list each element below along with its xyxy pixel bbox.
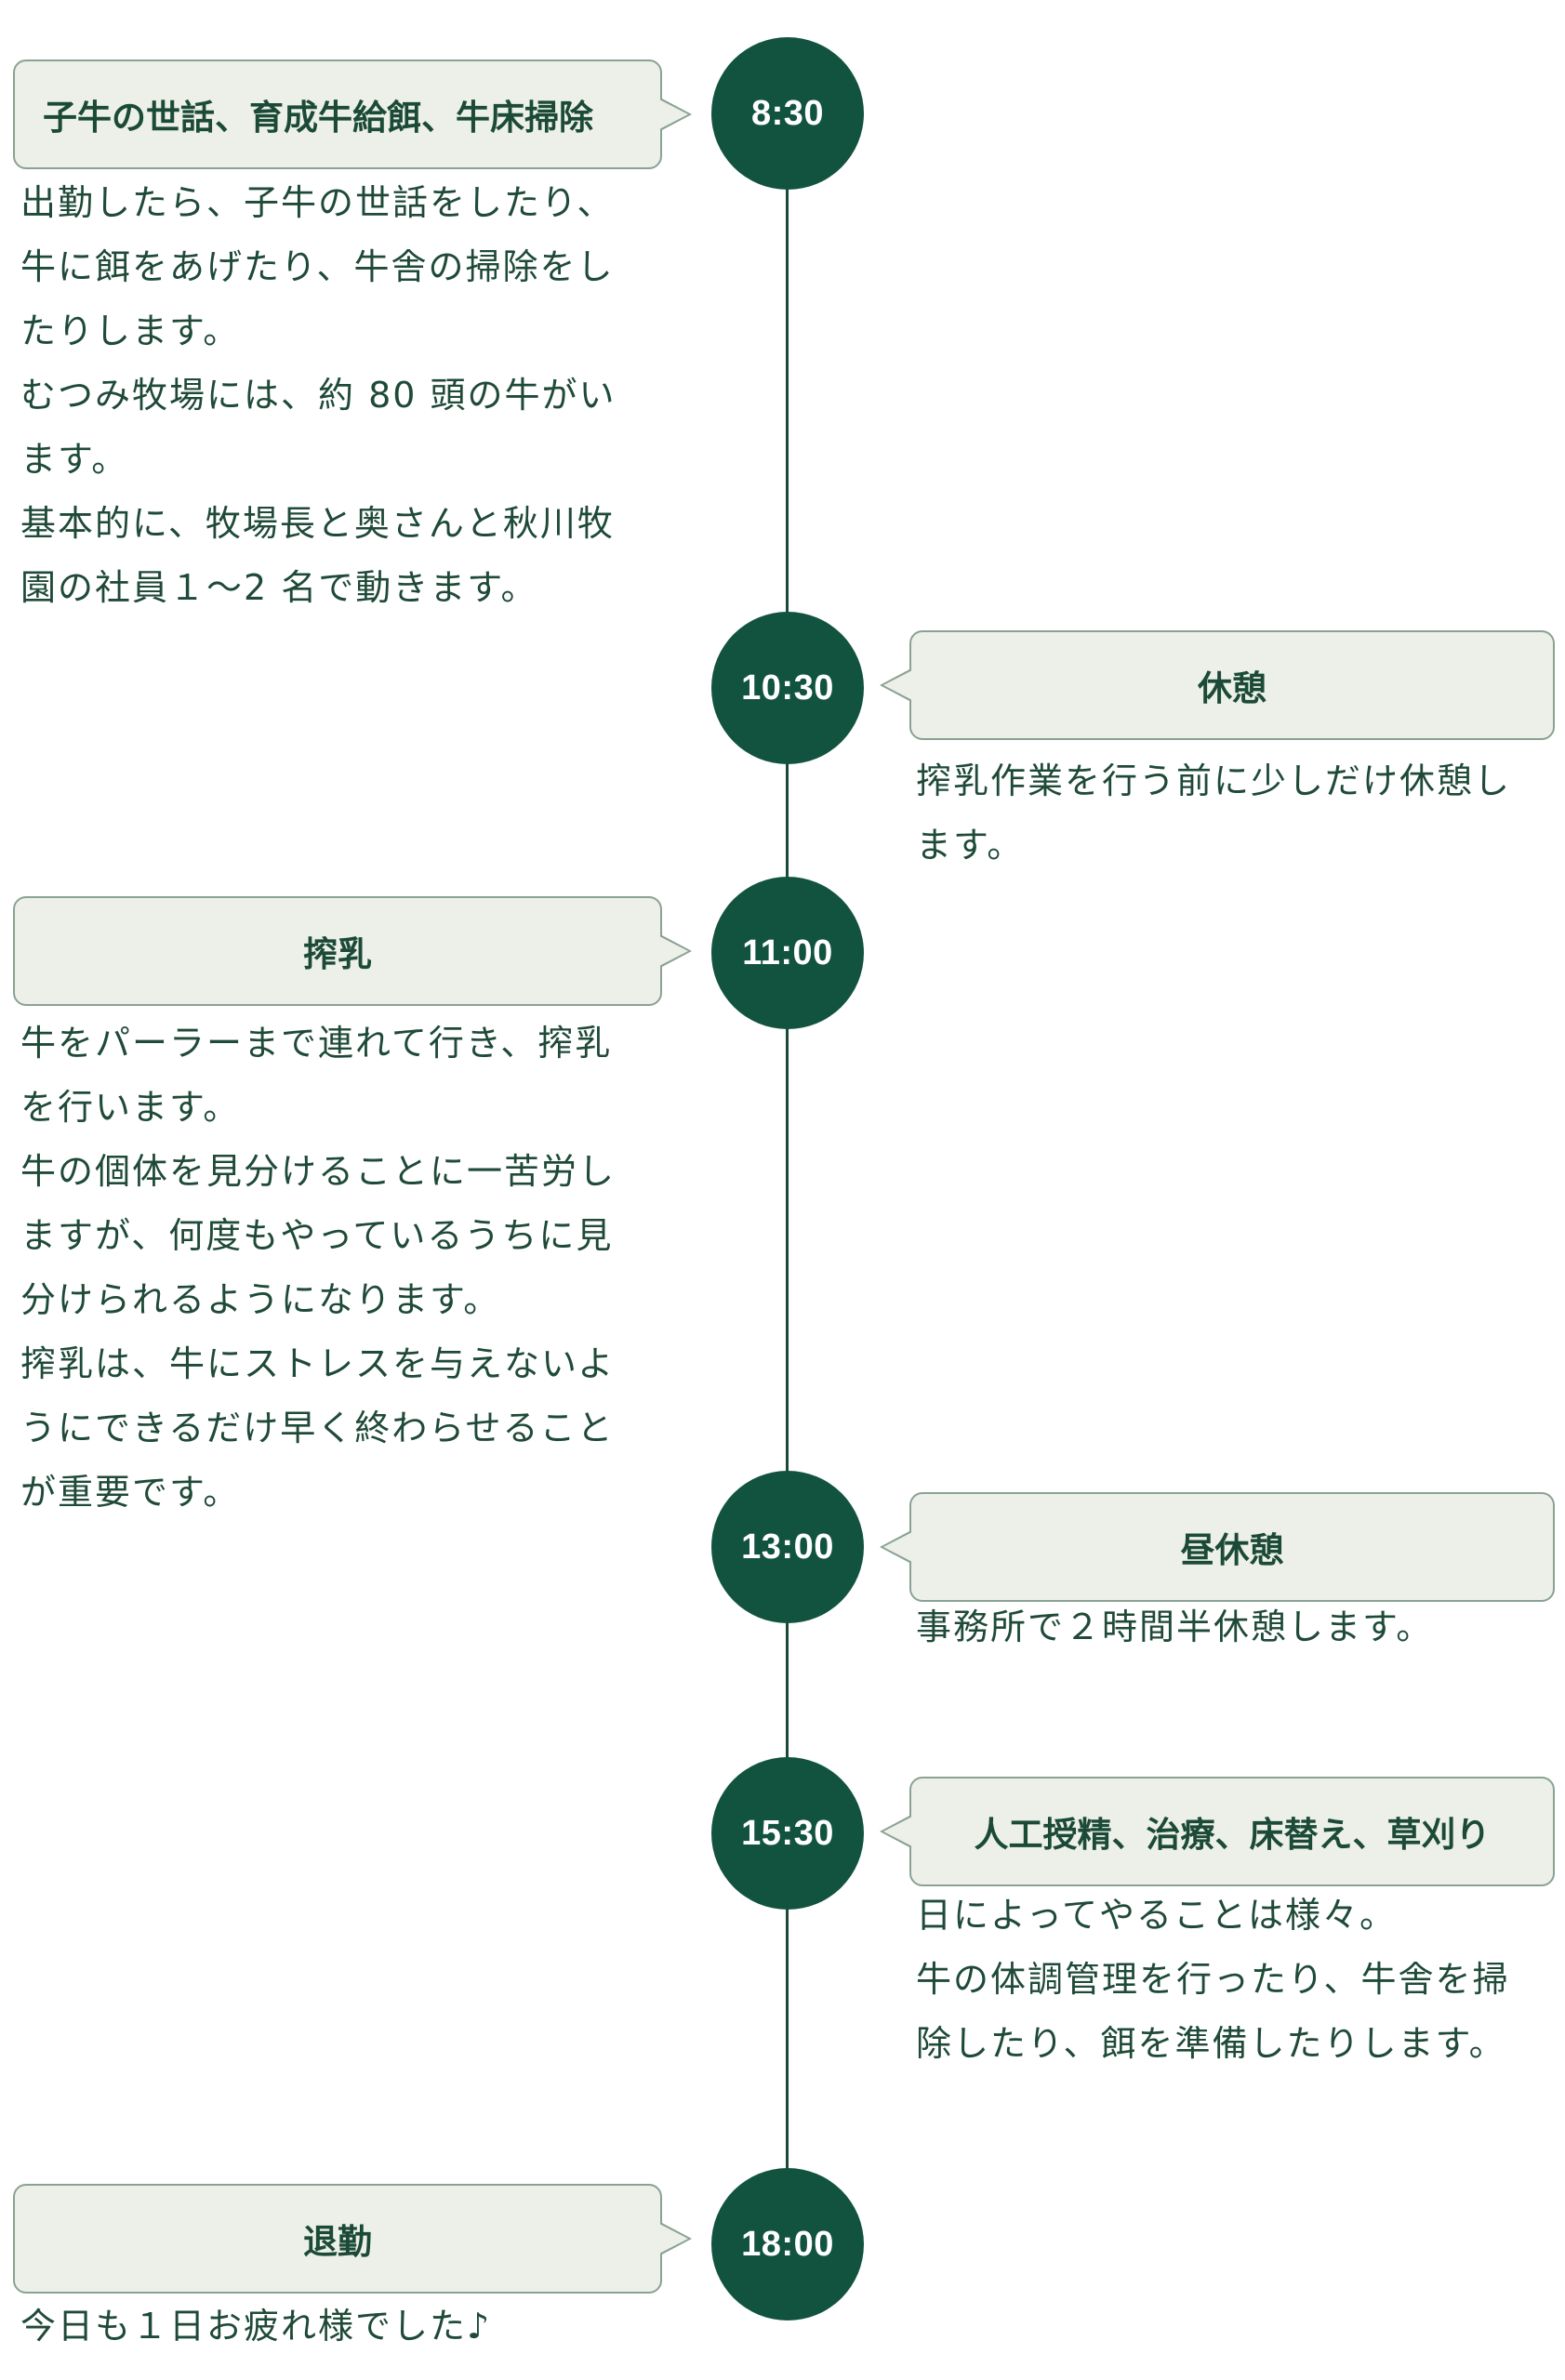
task-description-1030: 搾乳作業を行う前に少しだけ休憩し ます。 (916, 749, 1558, 878)
timeline-line (786, 113, 789, 2242)
description-line: 今日も１日お疲れ様でした♪ (20, 2306, 492, 2347)
task-description-1100: 牛をパーラーまで連れて行き、搾乳 を行います。 牛の個体を見分けることに一苦労し… (20, 1012, 671, 1525)
description-line: 出勤したら、子牛の世話をしたり、 (20, 182, 615, 223)
description-line: 園の社員１～2 名で動きます。 (20, 567, 538, 608)
time-circle-1300: 13:00 (711, 1471, 864, 1623)
description-line: 牛の個体を見分けることに一苦労し (20, 1151, 617, 1192)
description-line: 除したり、餌を準備したりします。 (916, 2023, 1506, 2064)
description-line: むつみ牧場には、約 80 頭の牛がい (20, 375, 617, 416)
time-label: 10:30 (741, 668, 834, 707)
time-label: 18:00 (741, 2224, 834, 2264)
task-description-1530: 日によってやることは様々。 牛の体調管理を行ったり、牛舎を掃 除したり、餌を準備… (916, 1884, 1558, 2076)
description-line: が重要です。 (20, 1472, 241, 1513)
description-line: 牛をパーラーまで連れて行き、搾乳 (20, 1023, 613, 1064)
description-line: たりします。 (20, 311, 241, 351)
time-circle-0830: 8:30 (711, 37, 864, 190)
task-bubble-1300: 昼休憩 (909, 1492, 1555, 1602)
time-circle-1030: 10:30 (711, 612, 864, 764)
time-label: 15:30 (741, 1813, 834, 1853)
task-title: 子牛の世話、育成牛給餌、牛床掃除 (43, 98, 593, 138)
time-label: 8:30 (750, 93, 825, 133)
description-line: うにできるだけ早く終わらせること (20, 1408, 615, 1448)
task-bubble-0830: 子牛の世話、育成牛給餌、牛床掃除 (13, 60, 662, 169)
description-line: 牛の体調管理を行ったり、牛舎を掃 (916, 1959, 1510, 2000)
description-line: 分けられるようになります。 (20, 1279, 501, 1320)
task-bubble-1800: 退勤 (13, 2184, 662, 2294)
description-line: 搾乳作業を行う前に少しだけ休憩し (916, 760, 1512, 801)
task-title: 人工授精、治療、床替え、草刈り (974, 1815, 1491, 1855)
description-line: ます。 (20, 439, 129, 480)
description-line: 搾乳は、牛にストレスを与えないよ (20, 1343, 616, 1384)
time-circle-1800: 18:00 (711, 2168, 864, 2320)
task-title: 休憩 (1198, 668, 1267, 708)
description-line: ますが、何度もやっているうちに見 (20, 1215, 614, 1256)
task-description-0830: 出勤したら、子牛の世話をしたり、 牛に餌をあげたり、牛舎の掃除をし たりします。… (20, 171, 671, 620)
task-title: 昼休憩 (1180, 1530, 1284, 1570)
description-line: を行います。 (20, 1087, 241, 1128)
description-line: 日によってやることは様々。 (916, 1895, 1397, 1936)
task-bubble-1530: 人工授精、治療、床替え、草刈り (909, 1777, 1555, 1886)
description-line: 牛に餌をあげたり、牛舎の掃除をし (20, 246, 615, 287)
time-circle-1100: 11:00 (711, 877, 864, 1029)
time-circle-1530: 15:30 (711, 1757, 864, 1910)
description-line: ます。 (916, 825, 1025, 866)
description-line: 基本的に、牧場長と奥さんと秋川牧 (20, 503, 615, 544)
task-description-1800: 今日も１日お疲れ様でした♪ (20, 2294, 671, 2359)
task-bubble-1100: 搾乳 (13, 896, 662, 1006)
task-title: 搾乳 (303, 934, 372, 974)
task-title: 退勤 (303, 2222, 372, 2262)
time-label: 11:00 (742, 932, 833, 972)
time-label: 13:00 (741, 1527, 834, 1567)
task-description-1300: 事務所で２時間半休憩します。 (916, 1595, 1558, 1659)
task-bubble-1030: 休憩 (909, 630, 1555, 740)
description-line: 事務所で２時間半休憩します。 (916, 1606, 1434, 1647)
